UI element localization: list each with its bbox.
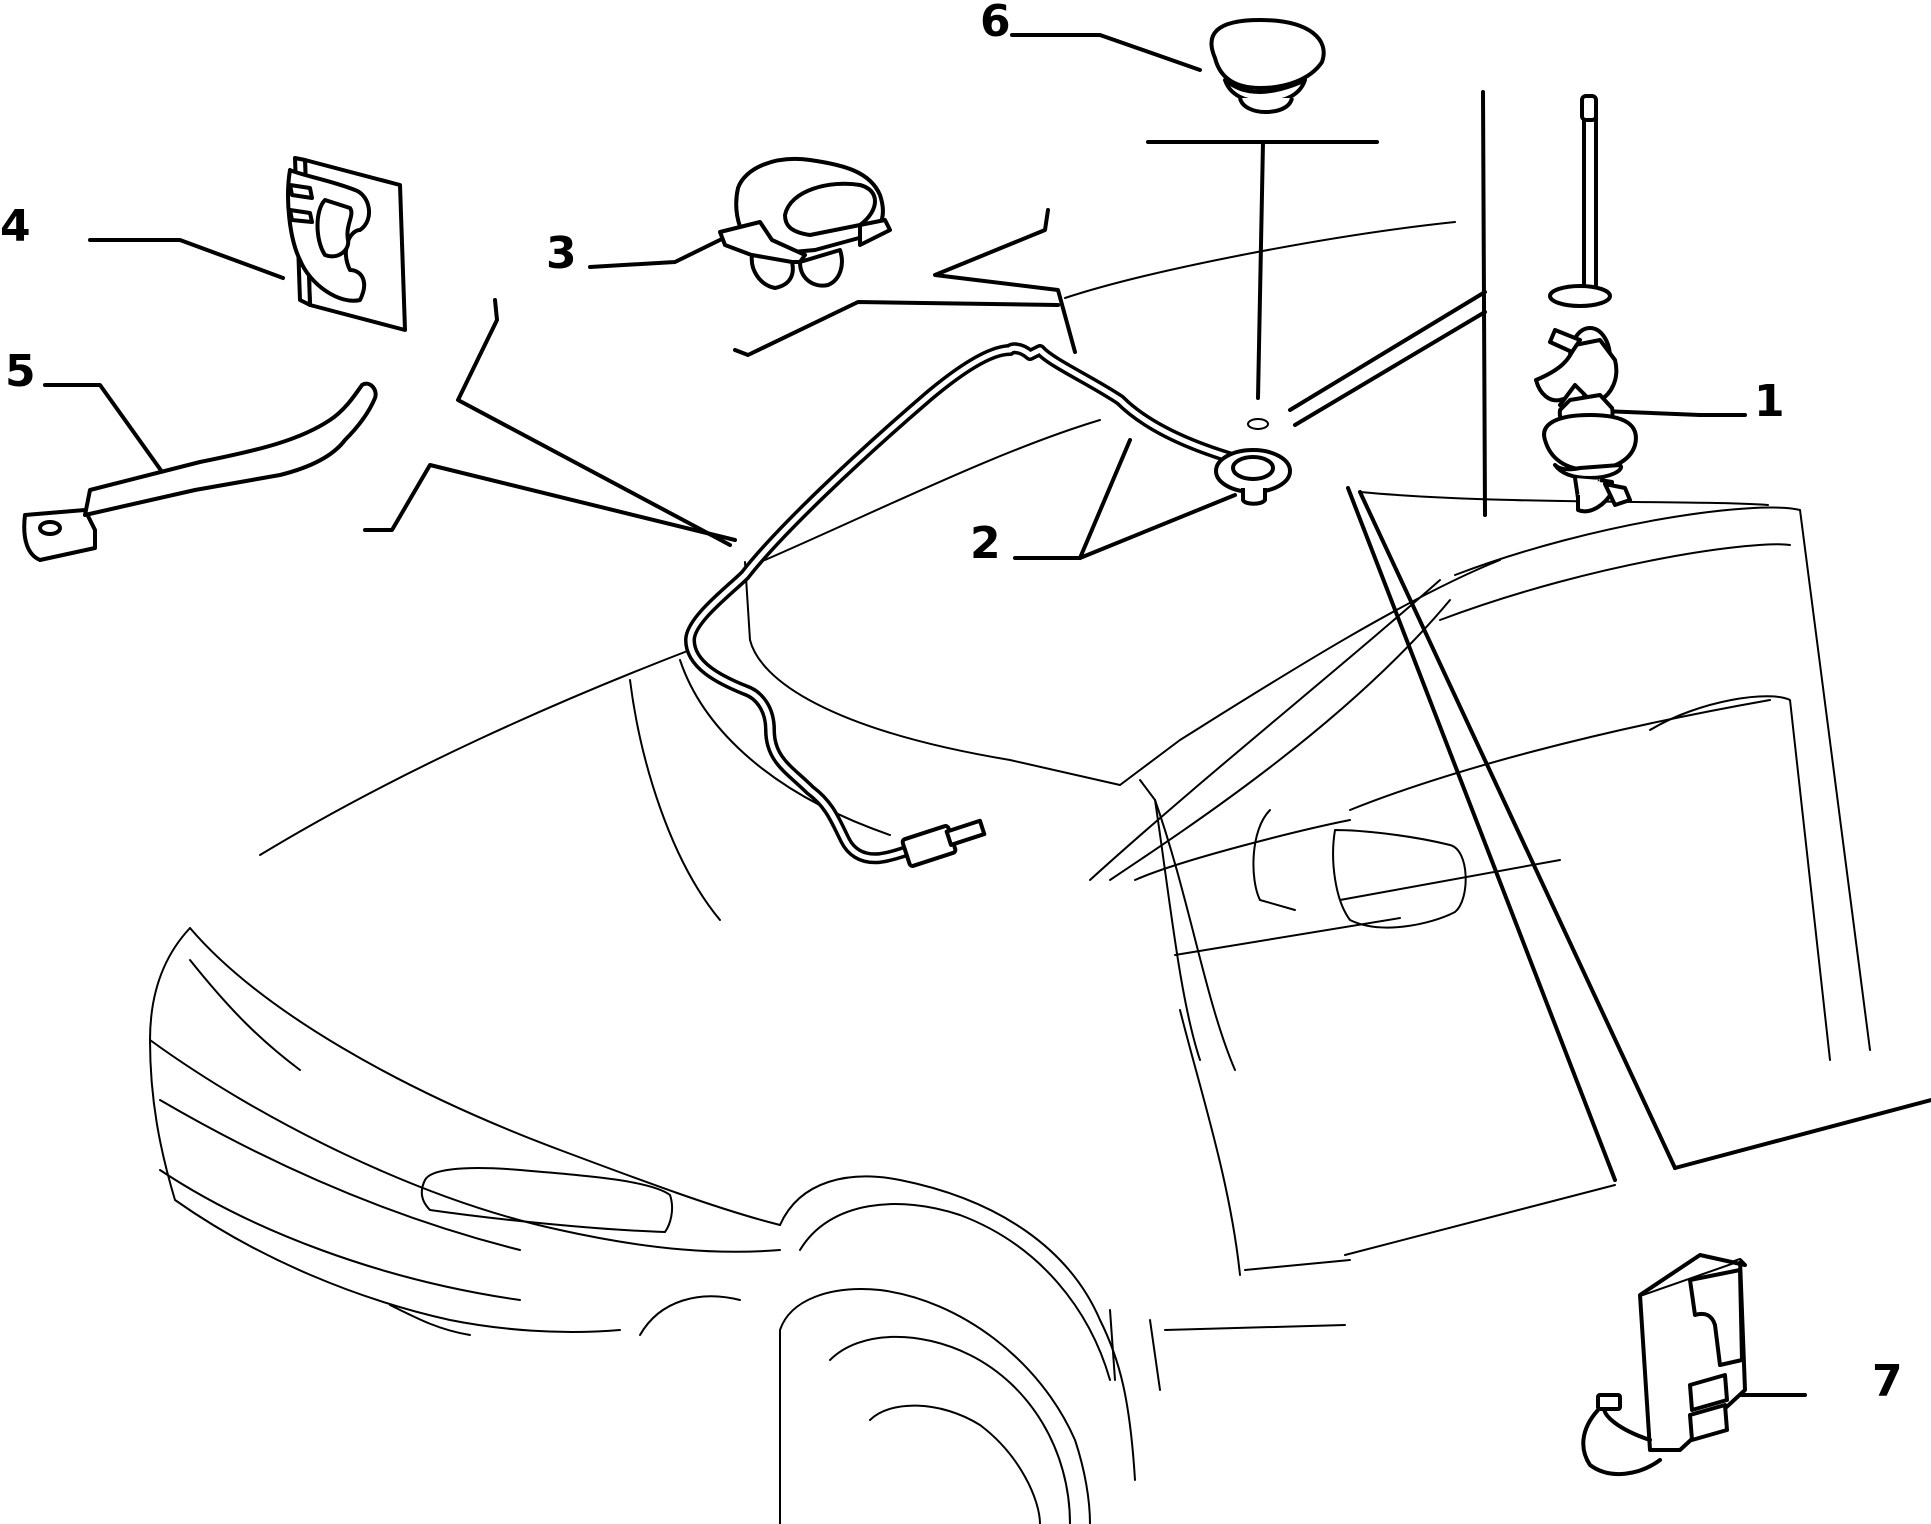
cable-retainer — [286, 156, 407, 332]
cable-clip — [718, 157, 892, 290]
callout-4: 4 — [0, 201, 31, 252]
antenna-cable — [684, 342, 1292, 868]
cable-tie — [22, 381, 378, 562]
callout-7: 7 — [1872, 1356, 1903, 1407]
amplifier-module — [1581, 1253, 1747, 1477]
antenna-cap — [1209, 18, 1326, 114]
antenna-mast — [1534, 94, 1638, 514]
car-body-outline — [149, 221, 1871, 1524]
roof-hole-marker — [1247, 418, 1269, 430]
callout-1: 1 — [1754, 376, 1785, 427]
callout-3: 3 — [546, 228, 577, 279]
callout-6: 6 — [980, 0, 1011, 47]
callout-5: 5 — [5, 346, 36, 397]
leader-lines — [43, 33, 1931, 1397]
callout-2: 2 — [970, 518, 1001, 569]
